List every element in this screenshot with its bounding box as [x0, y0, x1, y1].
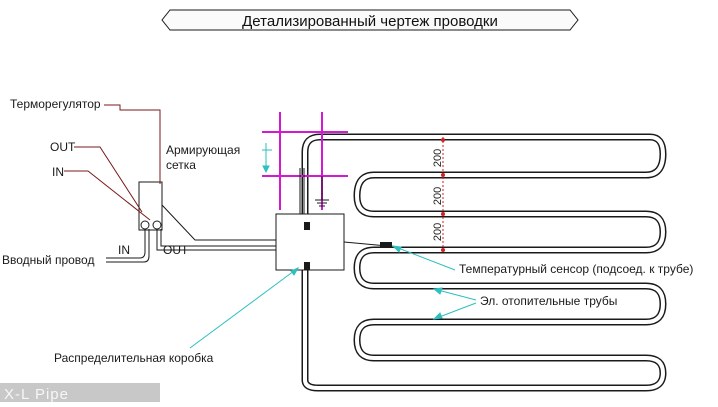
- thermostat-label: Терморегулятор: [10, 97, 101, 111]
- pipes-leaders: [432, 287, 477, 320]
- thermostat-leaders: [64, 104, 161, 221]
- wires: [106, 168, 389, 263]
- thermostat-device: [138, 181, 163, 231]
- watermark-band: [0, 383, 160, 402]
- sensor-label: Температурный сенсор (подсоед. к трубе): [459, 262, 693, 276]
- in-label: IN: [52, 165, 64, 179]
- dimension-ticks: [441, 138, 445, 252]
- watermark: X-L Pipe: [4, 386, 69, 402]
- junction-box-leader: [189, 266, 300, 349]
- mesh-label-line2: сетка: [166, 158, 196, 172]
- mesh-leader: [262, 143, 272, 174]
- diagram-title: Детализированный чертеж проводки: [242, 13, 498, 30]
- ground-icon: [315, 176, 329, 207]
- dimension-label-1: 200: [432, 149, 444, 167]
- wire-out-label: OUT: [163, 243, 189, 257]
- sensor-leader: [391, 245, 456, 271]
- title-banner: Детализированный чертеж проводки: [161, 9, 579, 31]
- mesh-label-line1: Армирующая: [166, 143, 240, 157]
- heating-pipe-loop: [301, 133, 667, 392]
- wire-in-label: IN: [118, 243, 130, 257]
- junction-terminal-bottom: [304, 262, 310, 270]
- supply-wire-label: Вводный провод: [2, 253, 94, 267]
- dimension-label-3: 200: [432, 223, 444, 241]
- pipes-label: Эл. отопительные трубы: [480, 294, 617, 308]
- junction-box-label: Распределительная коробка: [54, 351, 214, 365]
- temperature-sensor: [380, 242, 392, 248]
- dimension-label-2: 200: [432, 187, 444, 205]
- junction-terminal-top: [304, 222, 310, 230]
- out-label: OUT: [50, 140, 76, 154]
